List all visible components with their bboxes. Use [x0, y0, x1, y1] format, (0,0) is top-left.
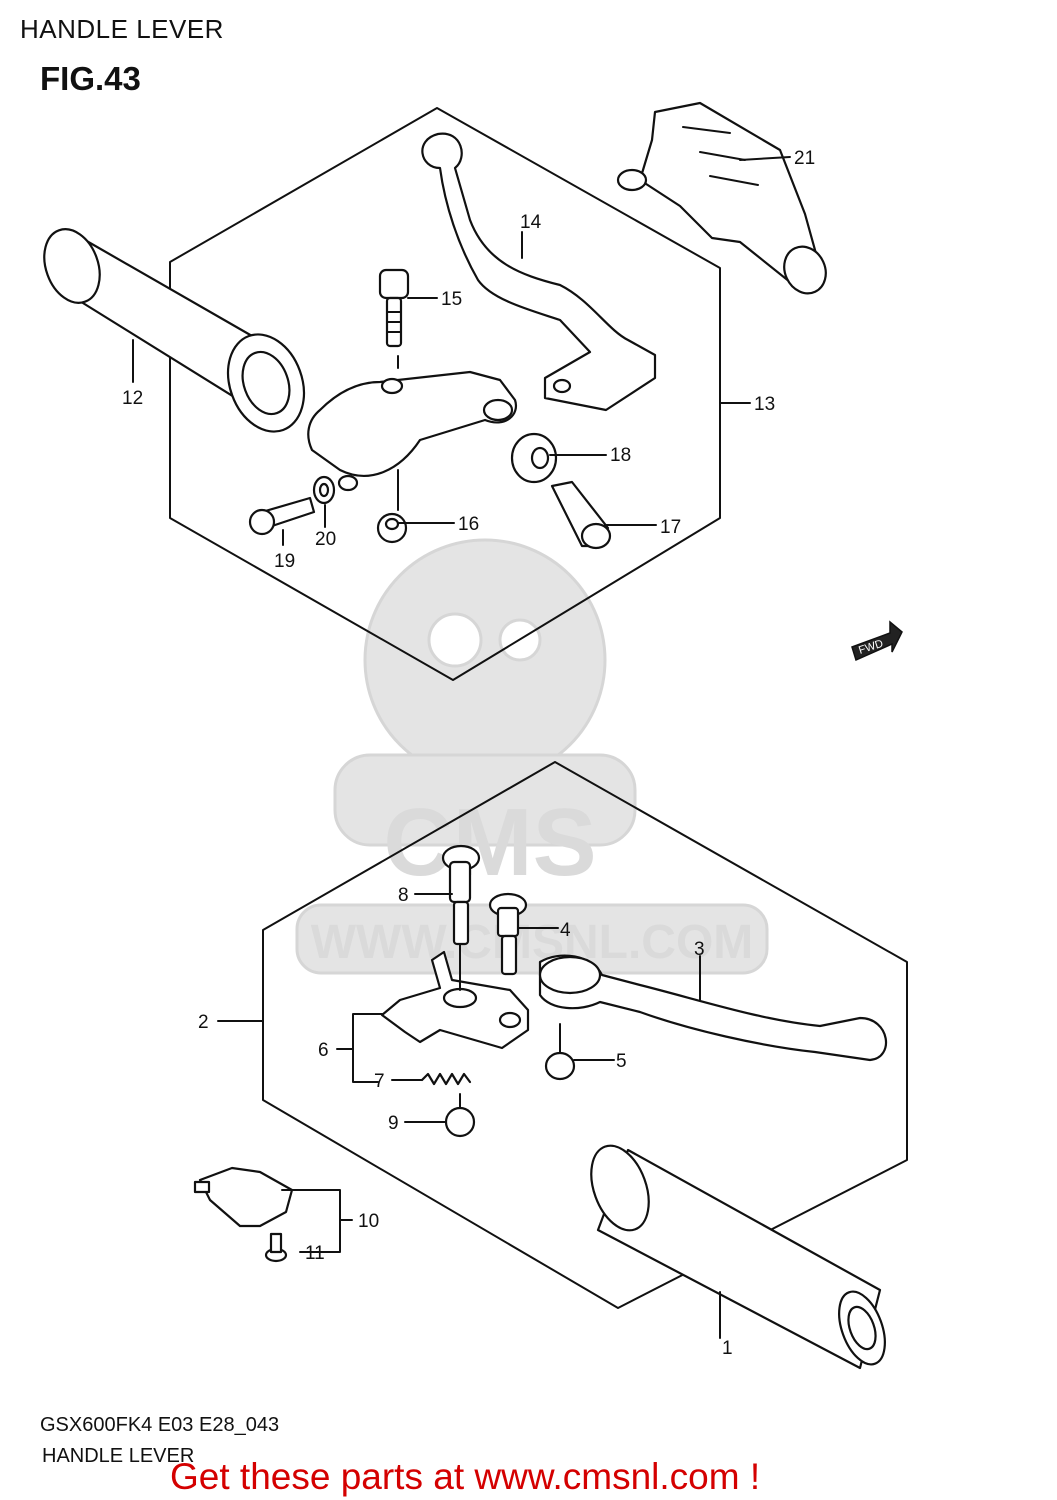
switch-screw — [264, 1232, 288, 1263]
brake-lever — [538, 954, 888, 1062]
lever-bracket — [307, 370, 518, 492]
lever-bracket-lower — [380, 950, 530, 1050]
callout-15: 15 — [441, 289, 462, 310]
adjuster-nut — [510, 432, 558, 484]
promo-link[interactable]: Get these parts at www.cmsnl.com ! — [170, 1456, 761, 1497]
callout-21: 21 — [794, 148, 815, 169]
callout-13: 13 — [754, 394, 775, 415]
callout-numbers: 1 2 3 4 5 6 7 8 9 10 11 12 13 14 15 16 1… — [122, 148, 815, 1359]
brake-switch — [193, 1166, 294, 1228]
figure-number: FIG.43 — [40, 60, 141, 97]
callout-11: 11 — [305, 1243, 325, 1264]
footer-model-code: GSX600FK4 E03 E28_043 — [40, 1414, 280, 1436]
nut-small — [444, 1106, 476, 1138]
callout-1: 1 — [722, 1338, 733, 1359]
leader-lines — [132, 156, 791, 1339]
pivot-nut — [544, 1051, 576, 1081]
callout-6: 6 — [318, 1040, 329, 1061]
callout-14: 14 — [520, 212, 542, 233]
lower-assembly-outline — [262, 761, 908, 1309]
callout-4: 4 — [560, 920, 571, 941]
fwd-arrow-badge: FWD — [851, 620, 903, 662]
callout-17: 17 — [660, 517, 681, 538]
pivot-bolt — [378, 268, 410, 348]
callout-18: 18 — [610, 445, 631, 466]
footer-title: HANDLE LEVER — [42, 1445, 195, 1467]
lever-cover — [616, 101, 827, 295]
watermark-brand: CMS — [383, 789, 596, 896]
callout-10: 10 — [358, 1211, 379, 1232]
spring — [420, 1072, 472, 1086]
callout-12: 12 — [122, 388, 143, 409]
callout-5: 5 — [616, 1051, 627, 1072]
callout-8: 8 — [398, 885, 409, 906]
left-grip — [43, 228, 306, 433]
watermark: CMS WWW.CMSNL.COM — [295, 538, 769, 975]
watermark-url: WWW.CMSNL.COM — [311, 916, 754, 969]
throttle-grip — [590, 1144, 886, 1370]
callout-19: 19 — [274, 551, 295, 572]
callout-2: 2 — [198, 1012, 209, 1033]
pivot-bolt-lower — [441, 844, 481, 946]
pin — [488, 892, 528, 976]
clutch-lever — [421, 132, 657, 412]
upper-assembly-outline — [169, 107, 721, 681]
page-title: HANDLE LEVER — [20, 14, 224, 44]
callout-7: 7 — [374, 1071, 385, 1092]
callout-20: 20 — [315, 529, 336, 550]
mount-bolt — [248, 496, 316, 536]
cable-adjuster — [550, 480, 612, 550]
callout-16: 16 — [458, 514, 479, 535]
callout-9: 9 — [388, 1113, 399, 1134]
callout-3: 3 — [694, 939, 705, 960]
